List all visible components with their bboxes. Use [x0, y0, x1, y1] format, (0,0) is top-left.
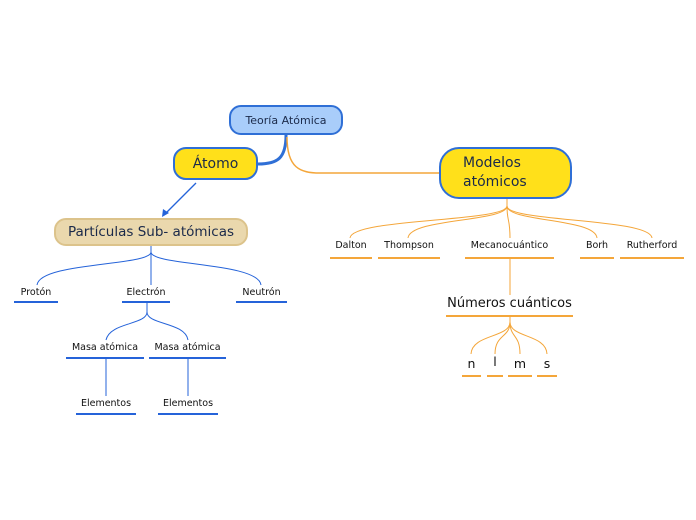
topic-m[interactable]: m: [513, 356, 527, 371]
topic-n[interactable]: n: [467, 356, 476, 371]
arrowhead: [162, 209, 169, 217]
root-node[interactable]: Teoría Atómica: [229, 105, 343, 135]
connector-root-atomo: [257, 134, 288, 166]
topic-dalton[interactable]: Dalton: [335, 240, 367, 251]
atomo-label: Átomo: [192, 155, 239, 172]
modelos-node[interactable]: Modelos atómicos: [439, 147, 572, 199]
topic-elementos-2[interactable]: Elementos: [162, 398, 214, 409]
topic-numeros-cuanticos[interactable]: Números cuánticos: [447, 296, 572, 311]
root-label: Teoría Atómica: [245, 113, 327, 127]
particulas-label: Partículas Sub- atómicas: [67, 224, 235, 240]
connector-root-modelos: [286, 136, 439, 174]
atomo-node[interactable]: Átomo: [173, 147, 258, 180]
particulas-node[interactable]: Partículas Sub- atómicas: [54, 218, 248, 246]
topic-s[interactable]: s: [543, 356, 551, 371]
topic-neutron[interactable]: Neutrón: [242, 287, 281, 298]
modelos-label: Modelos atómicos: [463, 155, 527, 190]
topic-proton[interactable]: Protón: [20, 287, 52, 298]
topic-thompson[interactable]: Thompson: [384, 240, 434, 251]
topic-masa-atomica-2[interactable]: Masa atómica: [154, 342, 221, 353]
topic-elementos-1[interactable]: Elementos: [80, 398, 132, 409]
topic-masa-atomica-1[interactable]: Masa atómica: [71, 342, 139, 353]
topic-mecanocuantico[interactable]: Mecanocuántico: [470, 240, 549, 251]
topic-rutherford[interactable]: Rutherford: [626, 240, 678, 251]
topic-borh[interactable]: Borh: [585, 240, 609, 251]
topic-electron[interactable]: Electrón: [126, 287, 166, 298]
connector-atomo-particulas: [163, 182, 197, 216]
topic-l[interactable]: l: [493, 354, 497, 369]
